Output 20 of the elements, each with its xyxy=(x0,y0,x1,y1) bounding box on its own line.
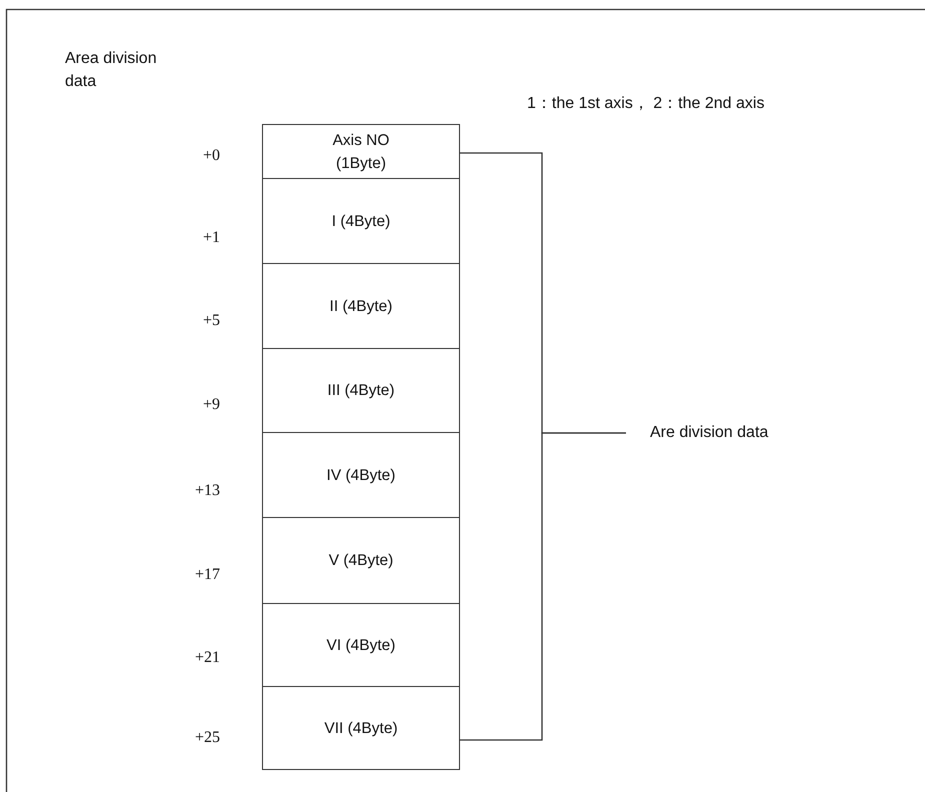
memory-cell: VII (4Byte) xyxy=(262,686,460,770)
memory-cell: IV (4Byte) xyxy=(262,432,460,518)
memory-cell: I (4Byte) xyxy=(262,178,460,264)
offset-label: +17 xyxy=(194,566,220,584)
heading: Area division data xyxy=(65,49,158,92)
memory-cell: V (4Byte) xyxy=(262,517,460,604)
offset-label: +9 xyxy=(202,396,220,414)
note: 1：the 1st axis， 2：the 2nd axis xyxy=(527,94,764,114)
bracket-line xyxy=(460,432,626,741)
offset-label: +21 xyxy=(194,649,220,667)
memory-cell: VI (4Byte) xyxy=(262,603,460,687)
offset-label: +25 xyxy=(194,729,220,747)
offset-label: +5 xyxy=(202,312,220,330)
memory-cell: III (4Byte) xyxy=(262,348,460,433)
memory-cell: Axis NO (1Byte) xyxy=(262,124,460,179)
offset-label: +13 xyxy=(194,482,220,500)
memory-cell: II (4Byte) xyxy=(262,263,460,349)
offset-label: +1 xyxy=(202,229,220,247)
bracket-label: Are division data xyxy=(626,420,856,446)
offset-label: +0 xyxy=(202,147,220,165)
